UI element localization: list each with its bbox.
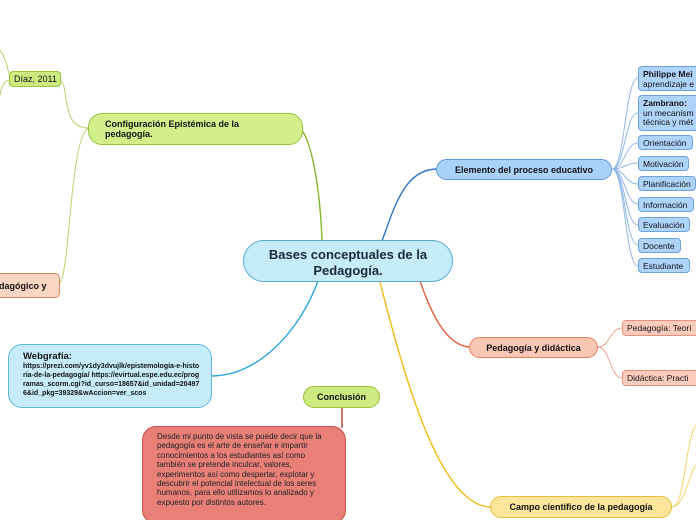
link-pedagogico <box>59 127 89 284</box>
link-configuracion <box>299 127 323 241</box>
node-configuracion-epistemica[interactable]: Configuración Epistémica de la pedagogía… <box>88 113 303 145</box>
webgrafia-links[interactable]: https://prezi.com/yv1dy3dvujlk/epistemol… <box>23 363 200 397</box>
node-docente[interactable]: Docente <box>638 238 681 253</box>
node-configuracion-label: Configuración Epistémica de la pedagogía… <box>105 119 240 139</box>
central-topic[interactable]: Bases conceptuales de la Pedagogía. <box>243 240 453 282</box>
zambrano-name: Zambrano: <box>643 98 687 108</box>
node-orientacion[interactable]: Orientación <box>638 135 693 150</box>
node-informacion[interactable]: Información <box>638 197 694 212</box>
link-webgrafia <box>211 280 319 377</box>
link-elemento <box>381 168 437 242</box>
node-motivacion[interactable]: Motivación <box>638 156 689 171</box>
node-conclusion-text[interactable]: Desde mi punto de vista se puede decir q… <box>142 426 346 520</box>
meirieu-text: aprendizaje e <box>643 79 695 89</box>
node-zambrano[interactable]: Zambrano: un mecanism técnica y mét <box>638 95 696 131</box>
node-conclusion[interactable]: Conclusión <box>303 386 380 408</box>
link-campo <box>379 281 491 508</box>
zambrano-line1: un mecanism <box>643 107 694 118</box>
node-didactica-practica[interactable]: Didáctica: Practi <box>622 370 696 386</box>
zambrano-line2: técnica y mét <box>643 117 694 127</box>
webgrafia-title: Webgrafía: <box>23 351 72 362</box>
node-philippe-meirieu[interactable]: Philippe Mei aprendizaje e <box>638 66 696 91</box>
node-pedagogia-teoria[interactable]: Pedagogía: Teorí <box>622 320 696 336</box>
link-pedagogia-didactica <box>419 280 470 348</box>
link-diaz <box>59 79 89 129</box>
meirieu-name: Philippe Mei <box>643 69 693 79</box>
node-webgrafia[interactable]: Webgrafía: https://prezi.com/yv1dy3dvujl… <box>8 344 212 408</box>
link-diaz-left <box>0 79 11 97</box>
node-diaz-2011[interactable]: Díaz, 2011 <box>9 71 61 87</box>
node-pedagogico-partial[interactable]: dagógico y <box>0 273 60 298</box>
node-evaluacion[interactable]: Evaluación <box>638 217 690 232</box>
node-planificacion[interactable]: Planificación <box>638 176 696 191</box>
node-campo-cientifico[interactable]: Campo científico de la pedagogía <box>490 496 672 518</box>
node-elemento-proceso-educativo[interactable]: Elemento del proceso educativo <box>436 159 612 180</box>
node-estudiante[interactable]: Estudiante <box>638 258 690 273</box>
node-pedagogia-didactica[interactable]: Pedagogía y didáctica <box>469 337 598 358</box>
